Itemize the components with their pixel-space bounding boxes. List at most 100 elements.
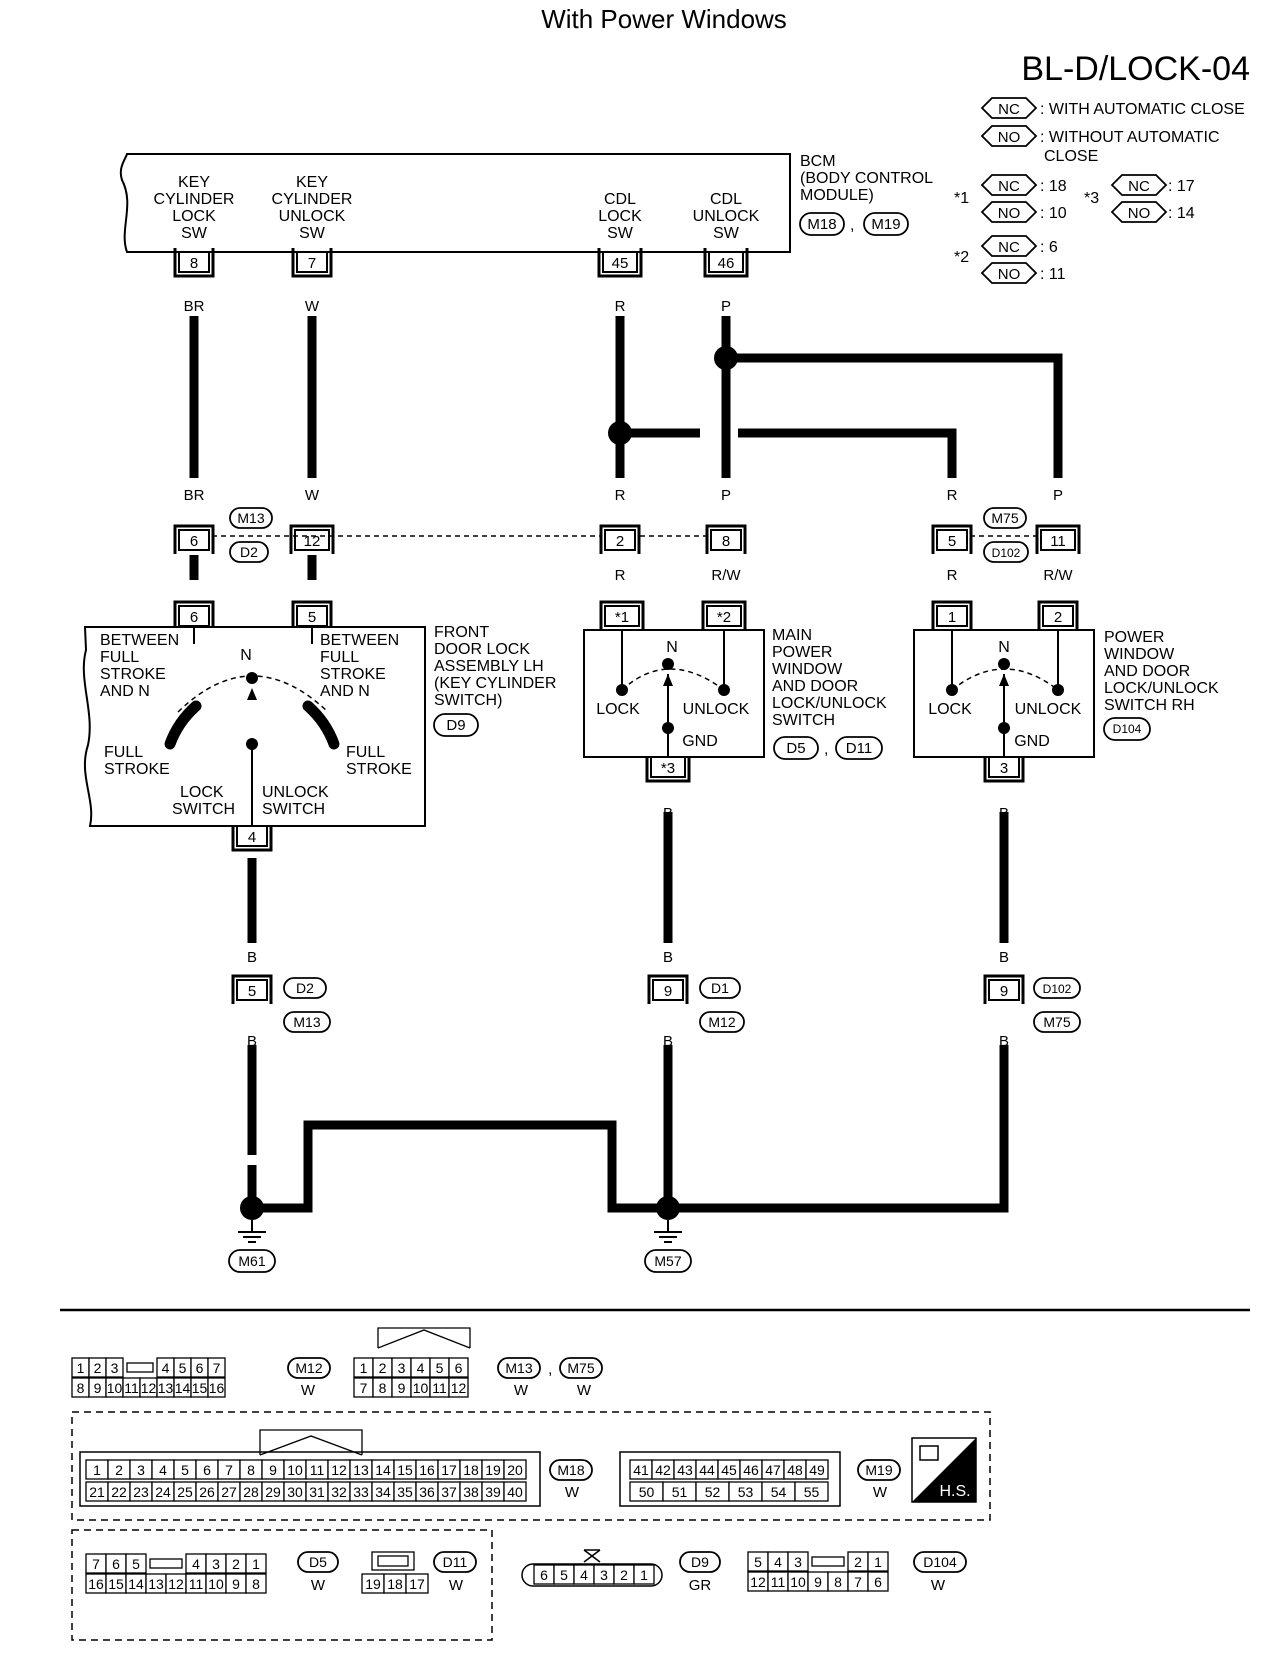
conn-m18-name: M18: [557, 1462, 584, 1478]
svg-text:11: 11: [310, 1462, 325, 1478]
conn-d104-name: D104: [923, 1554, 957, 1570]
svg-text:UNLOCK: UNLOCK: [1015, 701, 1082, 718]
front-door-pin-lock: 6: [173, 600, 215, 630]
svg-text:LOCK: LOCK: [172, 208, 216, 225]
svg-text:D102: D102: [1043, 982, 1072, 996]
svg-text:7: 7: [92, 1556, 100, 1572]
svg-text:D1: D1: [711, 980, 729, 996]
svg-text:R: R: [189, 567, 200, 584]
svg-text:10: 10: [790, 1574, 806, 1590]
svg-text:49: 49: [809, 1462, 825, 1478]
svg-text:AND N: AND N: [320, 683, 370, 700]
svg-text:52: 52: [705, 1484, 721, 1500]
svg-text:29: 29: [265, 1484, 281, 1500]
svg-text:UNLOCK: UNLOCK: [683, 701, 750, 718]
svg-text:CYLINDER: CYLINDER: [154, 191, 235, 208]
svg-text:6: 6: [874, 1574, 882, 1590]
svg-text:40: 40: [507, 1484, 523, 1500]
svg-text:NO: NO: [998, 266, 1021, 283]
no-text-line1: : WITHOUT AUTOMATIC: [1040, 129, 1220, 146]
svg-text:28: 28: [243, 1484, 259, 1500]
bcm-sw2-label: KEY CYLINDER UNLOCK SW: [272, 174, 353, 242]
svg-text:B: B: [999, 949, 1009, 966]
conn-m19-color: W: [873, 1484, 888, 1501]
star2-nc-value: : 6: [1040, 239, 1058, 256]
splice-pin-main: 9: [647, 974, 689, 1004]
svg-text:35: 35: [397, 1484, 413, 1500]
svg-text:3: 3: [398, 1360, 406, 1376]
svg-text:46: 46: [743, 1462, 759, 1478]
svg-text:R: R: [947, 487, 958, 504]
star3-no-value: : 14: [1168, 205, 1195, 222]
conn-d9-name: D9: [691, 1554, 709, 1570]
bcm-conn-b-shape: [863, 212, 909, 236]
svg-text:5: 5: [754, 1554, 762, 1570]
svg-text:8: 8: [379, 1380, 387, 1396]
conn-m75-color: W: [577, 1382, 592, 1399]
svg-text:(KEY CYLINDER: (KEY CYLINDER: [434, 675, 556, 692]
svg-text:1: 1: [640, 1567, 648, 1583]
conn-d104-color: W: [931, 1577, 946, 1594]
svg-text:NC: NC: [998, 178, 1020, 195]
svg-text:DOOR LOCK: DOOR LOCK: [434, 641, 530, 658]
svg-text:9: 9: [269, 1462, 277, 1478]
wire-labels: BR W R P BR W R P R P R L R R/W R R/W B …: [184, 298, 1074, 1179]
svg-text:R: R: [615, 298, 626, 315]
svg-text:6: 6: [203, 1462, 211, 1478]
junction-m75: M75: [991, 510, 1018, 526]
svg-text:B: B: [999, 1162, 1009, 1179]
bcm-pin-cdl-unlock-label: 46: [718, 255, 735, 272]
front-door-pin-unlock: 5: [291, 600, 333, 630]
svg-text:2: 2: [379, 1360, 387, 1376]
svg-text:3: 3: [600, 1567, 608, 1583]
main-power-window-switch: N LOCK UNLOCK GND MAIN POWER WINDOW AND …: [583, 627, 887, 760]
svg-text:4: 4: [417, 1360, 425, 1376]
svg-text:24: 24: [155, 1484, 171, 1500]
bcm-title-3: MODULE): [800, 187, 874, 204]
svg-text:45: 45: [721, 1462, 737, 1478]
svg-text:STROKE: STROKE: [100, 666, 166, 683]
conn-d11-name: D11: [443, 1554, 468, 1570]
svg-text:W: W: [305, 298, 320, 315]
main-pw-pin-1-label: *1: [615, 609, 629, 626]
svg-text:21: 21: [89, 1484, 105, 1500]
svg-text:16: 16: [419, 1462, 435, 1478]
svg-text:14: 14: [175, 1380, 191, 1396]
svg-text:1: 1: [360, 1360, 368, 1376]
svg-text:5: 5: [132, 1556, 140, 1572]
svg-text:M12: M12: [708, 1014, 735, 1030]
svg-text:25: 25: [177, 1484, 193, 1500]
ground-m61: M61: [238, 1253, 265, 1269]
svg-text:LOCK: LOCK: [180, 784, 224, 801]
bcm-pin-cdl-lock: 45: [597, 248, 643, 278]
pw-rh-pin-gnd: 3: [983, 753, 1025, 783]
star3-nc-value: : 17: [1168, 178, 1195, 195]
svg-text:NC: NC: [1128, 178, 1150, 195]
splice-pin-rh: 9: [983, 974, 1025, 1004]
svg-text:STROKE: STROKE: [320, 666, 386, 683]
ground-m57: M57: [654, 1253, 681, 1269]
junction-pin-p: 8: [705, 524, 747, 554]
junction-pin-rh-r-label: 5: [948, 533, 956, 550]
svg-text:5: 5: [560, 1567, 568, 1583]
svg-text:AND DOOR: AND DOOR: [1104, 663, 1190, 680]
junction-d102: D102: [992, 546, 1021, 560]
junction-d2: D2: [240, 544, 258, 560]
svg-text:SW: SW: [607, 225, 634, 242]
svg-text:4: 4: [159, 1462, 167, 1478]
svg-text:6: 6: [455, 1360, 463, 1376]
svg-text:B: B: [607, 1162, 617, 1179]
svg-text:ASSEMBLY LH: ASSEMBLY LH: [434, 658, 544, 675]
svg-text:7: 7: [854, 1574, 862, 1590]
main-pw-pin-gnd-label: *3: [661, 760, 675, 777]
main-pw-pin-gnd: *3: [645, 753, 691, 783]
svg-text:30: 30: [287, 1484, 303, 1500]
svg-text:3: 3: [794, 1554, 802, 1570]
bcm-conn-a: M18: [807, 216, 836, 233]
svg-text:B: B: [663, 949, 673, 966]
svg-text:1: 1: [874, 1554, 882, 1570]
